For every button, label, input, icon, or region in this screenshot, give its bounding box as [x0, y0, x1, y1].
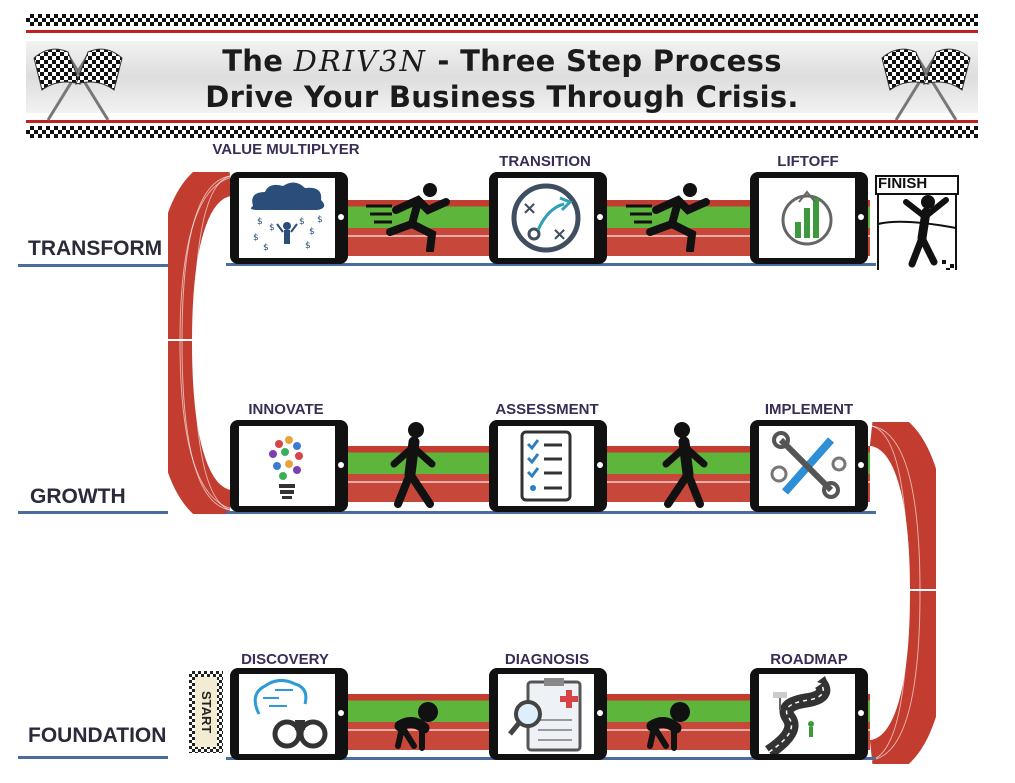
- tablet-innovate: [230, 420, 348, 512]
- svg-text:$: $: [299, 217, 305, 227]
- growth-chart-icon: [781, 190, 833, 246]
- svg-text:$: $: [309, 227, 315, 237]
- checkered-flags-icon: [881, 48, 971, 121]
- banner-subtitle: Drive Your Business Through Crisis.: [205, 80, 799, 114]
- tablet-assessment: [489, 420, 607, 512]
- play-diagram-icon: × ×: [511, 183, 581, 253]
- row-baseline: [226, 511, 876, 514]
- svg-text:$: $: [253, 233, 259, 243]
- header-banner: The DRIV3N - Three Step Process Drive Yo…: [26, 14, 978, 140]
- track-curve-left: [168, 172, 238, 514]
- step-label-innovate: INNOVATE: [248, 401, 324, 418]
- tablet-implement: [750, 420, 868, 512]
- level-underline: [18, 511, 168, 514]
- start-label: START: [195, 677, 217, 747]
- level-underline: [18, 264, 168, 267]
- step-label-roadmap: ROADMAP: [770, 651, 848, 668]
- svg-text:×: ×: [522, 198, 537, 219]
- tools-icon: [770, 431, 847, 499]
- svg-text:$: $: [317, 215, 323, 225]
- step-label-discovery: DISCOVERY: [241, 651, 329, 668]
- walking-person-icon: [662, 422, 708, 508]
- storm-cloud-money-icon: $$$$ $$$$: [251, 182, 325, 253]
- start-post: START: [189, 671, 223, 753]
- crawling-baby-icon: [394, 702, 438, 751]
- brand-name: DRIV3N: [293, 44, 427, 78]
- svg-text:$: $: [257, 217, 263, 227]
- tablet-transition: × ×: [489, 172, 607, 264]
- banner-background: [26, 41, 978, 113]
- banner-title: The DRIV3N - Three Step Process: [222, 44, 782, 78]
- level-underline: [18, 756, 168, 759]
- level-transform: TRANSFORM: [28, 237, 163, 260]
- step-label-diagnosis: DIAGNOSIS: [504, 651, 590, 668]
- step-label-assessment: ASSESSMENT: [495, 401, 599, 418]
- svg-text:×: ×: [552, 224, 567, 245]
- step-label-implement: IMPLEMENT: [764, 401, 854, 418]
- finish-label: FINISH: [878, 175, 928, 192]
- red-stripe-top: [26, 30, 978, 33]
- tablet-diagnosis: [489, 668, 607, 760]
- track-curve-right: [868, 422, 936, 764]
- checkered-border-top: [26, 14, 978, 26]
- row-baseline: [226, 263, 876, 266]
- winding-road-icon: [764, 676, 831, 758]
- red-stripe-bottom: [26, 120, 978, 123]
- checkered-flags-icon: [33, 48, 123, 121]
- svg-text:$: $: [269, 223, 275, 233]
- tablet-discovery: [230, 668, 348, 760]
- tablet-value-multiplyer: $$$$ $$$$: [230, 172, 348, 264]
- step-label-liftoff: LIFTOFF: [777, 153, 839, 170]
- tablet-roadmap: [750, 668, 868, 760]
- checkered-border-bottom: [26, 126, 978, 138]
- checklist-icon: [520, 430, 572, 502]
- crawling-baby-icon: [646, 702, 690, 751]
- clipboard-magnifier-icon: [508, 678, 582, 752]
- finish-line-runner-icon: [875, 175, 959, 270]
- walking-person-icon: [390, 422, 436, 508]
- svg-text:$: $: [305, 241, 311, 251]
- level-foundation: FOUNDATION: [28, 724, 167, 747]
- step-label-transition: TRANSITION: [499, 153, 591, 170]
- step-label-value-multiplyer: VALUE MULTIPLYER: [212, 141, 360, 158]
- tablet-liftoff: [750, 172, 868, 264]
- brain-binoculars-icon: [253, 679, 328, 749]
- sprinting-runner-icon: [626, 183, 710, 252]
- level-growth: GROWTH: [30, 485, 126, 508]
- sprinting-runner-icon: [366, 183, 450, 252]
- lightbulb-icon: [269, 436, 303, 499]
- svg-text:$: $: [263, 243, 269, 253]
